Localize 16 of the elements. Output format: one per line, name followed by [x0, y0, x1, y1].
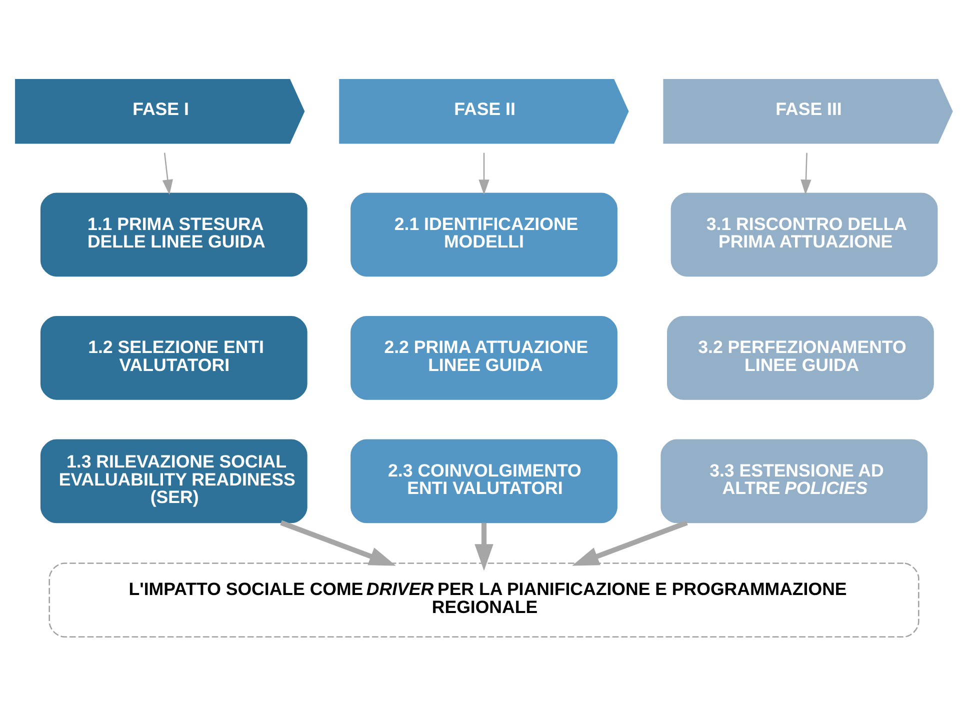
node-box: 2.1 IDENTIFICAZIONE MODELLI: [350, 192, 618, 276]
arrow: [478, 152, 490, 194]
node-box: 2.2 PRIMA ATTUAZIONE LINEE GUIDA: [350, 316, 618, 400]
node-box: L'IMPATTO SOCIALE COME DRIVER PER LA PIANIFICAZIONE E PROGRAMMAZIONE REGIONALE: [48, 562, 920, 638]
arrow: [572, 520, 688, 566]
arrow: [162, 152, 173, 194]
arrow: [800, 152, 812, 194]
node-box: 3.2 PERFEZIONAMENTO LINEE GUIDA: [667, 316, 934, 400]
node-box: 2.3 COINVOLGIMENTO ENTI VALUTATORI: [350, 438, 618, 523]
node-box: 3.1 RISCONTRO DELLA PRIMA ATTUAZIONE: [670, 192, 938, 276]
node-box: 1.2 SELEZIONE ENTI VALUTATORI: [40, 316, 308, 400]
node-box: 3.3 ESTENSIONE AD ALTRE POLICIES: [660, 438, 928, 523]
arrow: [474, 522, 494, 570]
node-box: 1.1 PRIMA STESURA DELLE LINEE GUIDA: [40, 192, 308, 276]
node-box: 1.3 RILEVAZIONE SOCIAL EVALUABILITY READINESS (SER): [40, 438, 308, 523]
arrow: [280, 520, 396, 566]
